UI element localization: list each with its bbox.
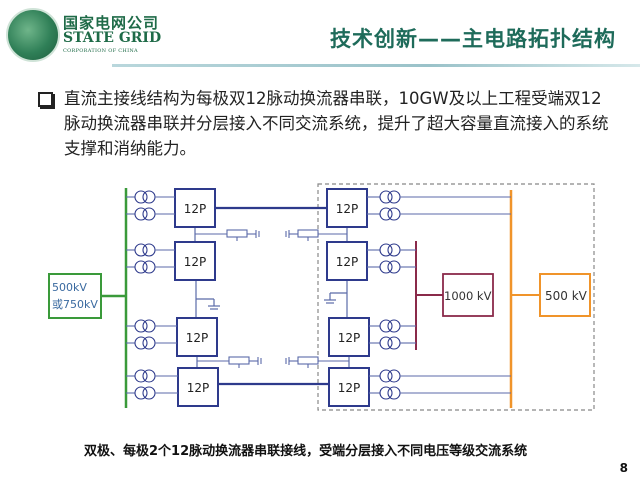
transformer-icon — [379, 207, 401, 221]
dc-filter-icon — [285, 356, 349, 368]
receiving-converter-12p: 12P — [326, 241, 368, 281]
receiving-1000kv-label: 1000 kV — [444, 289, 492, 303]
receiving-converter-12p: 12P — [326, 188, 368, 228]
converter-label: 12P — [336, 255, 359, 269]
transformer-icon — [379, 386, 401, 400]
converter-label: 12P — [338, 381, 361, 395]
converter-label: 12P — [336, 202, 359, 216]
receiving-converter-12p: 12P — [328, 317, 370, 357]
converter-label: 12P — [184, 202, 207, 216]
transformer-icon — [134, 243, 156, 257]
checkbox-square-icon — [38, 92, 53, 107]
transformer-icon — [379, 190, 401, 204]
transformer-icon — [134, 369, 156, 383]
converter-label: 12P — [186, 331, 209, 345]
state-grid-logo: 国家电网公司 STATE GRID CORPORATION OF CHINA — [6, 8, 206, 62]
title-divider — [112, 64, 640, 67]
globe-icon — [6, 8, 60, 62]
transformer-icon — [134, 319, 156, 333]
bullet-point: 直流主接线结构为每极双12脉动换流器串联，10GW及以上工程受端双12脉动换流器… — [38, 86, 618, 161]
ground-icon — [324, 292, 347, 304]
transformer-icon — [134, 190, 156, 204]
topology-svg: 500kV 或750kV 500 kV 1000 kV — [48, 183, 595, 411]
figure-caption: 双极、每极2个12脉动换流器串联接线，受端分层接入不同电压等级交流系统 — [84, 444, 528, 459]
converter-label: 12P — [184, 255, 207, 269]
receiving-converter-12p: 12P — [328, 367, 370, 407]
transformer-icon — [379, 336, 401, 350]
logo-chinese-name: 国家电网公司 — [63, 14, 160, 32]
sending-converter-12p: 12P — [177, 367, 219, 407]
sending-ac-label-2: 或750kV — [52, 298, 98, 311]
page-number: 8 — [619, 461, 628, 475]
sending-converter-12p: 12P — [176, 317, 218, 357]
converter-label: 12P — [338, 331, 361, 345]
transformer-icon — [134, 260, 156, 274]
receiving-500kv-label: 500 kV — [545, 289, 588, 303]
transformer-icon — [134, 207, 156, 221]
slide-title: 技术创新——主电路拓扑结构 — [330, 27, 616, 51]
bullet-text: 直流主接线结构为每极双12脉动换流器串联，10GW及以上工程受端双12脉动换流器… — [64, 89, 609, 158]
sending-converter-12p: 12P — [174, 241, 216, 281]
transformer-icon — [134, 386, 156, 400]
logo-english-name: STATE GRID — [63, 30, 162, 46]
receiving-area-border — [317, 183, 595, 411]
sending-converter-12p: 12P — [174, 188, 216, 228]
transformer-icon — [379, 369, 401, 383]
ground-icon — [196, 298, 220, 310]
main-circuit-diagram: 500kV 或750kV 500 kV 1000 kV — [0, 178, 640, 428]
dc-filter-icon — [195, 229, 260, 241]
logo-subtitle: CORPORATION OF CHINA — [63, 48, 138, 54]
dc-filter-icon — [197, 356, 262, 368]
transformer-icon — [379, 243, 401, 257]
converter-label: 12P — [187, 381, 210, 395]
dc-filter-icon — [285, 229, 347, 241]
transformer-icon — [379, 319, 401, 333]
receiving-500kv-box — [539, 273, 591, 317]
sending-ac-label-1: 500kV — [52, 281, 87, 294]
receiving-1000kv-box — [442, 273, 494, 317]
transformer-icon — [379, 260, 401, 274]
transformer-icon — [134, 336, 156, 350]
